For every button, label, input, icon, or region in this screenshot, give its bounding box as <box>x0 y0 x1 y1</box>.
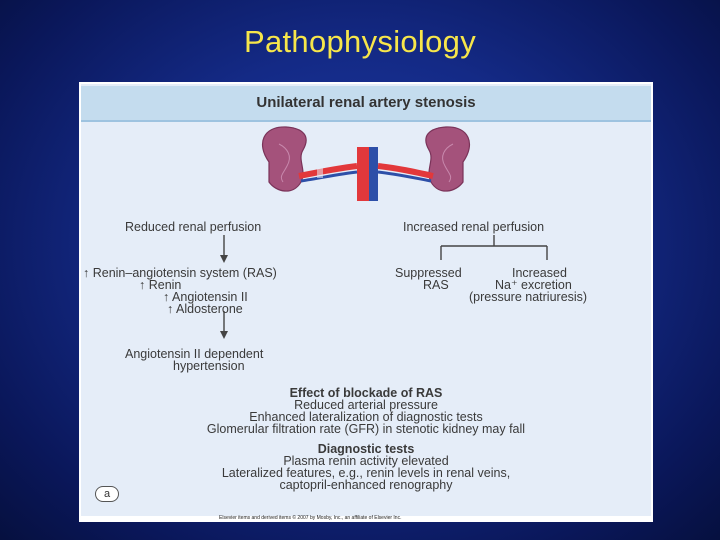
slide-title: Pathophysiology <box>244 24 476 59</box>
diagram-header: Unilateral renal artery stenosis <box>256 94 476 111</box>
diagnostic-line1: Plasma renin activity elevated <box>283 454 449 468</box>
aorta-icon <box>357 147 369 201</box>
kidney-aorta-illustration <box>261 126 471 201</box>
suppressed-label: Suppressed <box>395 266 462 280</box>
blockade-line2: Enhanced lateralization of diagnostic te… <box>249 410 483 424</box>
vena-cava-icon <box>369 147 378 201</box>
arrow-down-icon <box>220 331 228 339</box>
hypertension-line1: Angiotensin II dependent <box>125 347 264 361</box>
right-branch-title: Increased renal perfusion <box>403 220 545 234</box>
hypertension-line2: hypertension <box>173 359 245 373</box>
ras-increase-label: ↑ Renin–angiotensin system (RAS) <box>83 266 277 280</box>
blockade-heading: Effect of blockade of RAS <box>289 386 443 400</box>
left-renal-artery-icon <box>298 163 358 179</box>
left-branch-title: Reduced renal perfusion <box>125 220 262 234</box>
left-kidney-icon <box>261 126 307 192</box>
footer-credit: Elsevier items and derived items © 2007 … <box>219 515 402 521</box>
renin-increase-label: ↑ Renin <box>139 278 182 292</box>
stenosis-marker-icon <box>317 168 323 178</box>
diagnostic-heading: Diagnostic tests <box>317 442 415 456</box>
right-kidney-icon <box>425 126 471 192</box>
panel-label-badge: a <box>95 486 119 502</box>
right-renal-artery-icon <box>377 163 434 179</box>
diagram-background: Unilateral renal artery stenosis <box>81 84 651 516</box>
arrow-down-icon <box>220 255 228 263</box>
pressure-natriuresis-label: (pressure natriuresis) <box>469 290 588 304</box>
na-excretion-label: Na⁺ excretion <box>495 278 572 292</box>
suppressed-ras-label: RAS <box>423 278 449 292</box>
blockade-line3: Glomerular filtration rate (GFR) in sten… <box>206 422 526 436</box>
diagram-panel: Unilateral renal artery stenosis <box>79 82 653 522</box>
blockade-line1: Reduced arterial pressure <box>294 398 438 412</box>
diagram-header-bar: Unilateral renal artery stenosis <box>81 86 651 122</box>
angiotensin-increase-label: ↑ Angiotensin II <box>163 290 248 304</box>
diagnostic-line2: Lateralized features, e.g., renin levels… <box>221 466 511 480</box>
diagnostic-line3: captopril-enhanced renography <box>279 478 453 492</box>
aldosterone-increase-label: ↑ Aldosterone <box>167 302 243 316</box>
increased-label: Increased <box>512 266 567 280</box>
